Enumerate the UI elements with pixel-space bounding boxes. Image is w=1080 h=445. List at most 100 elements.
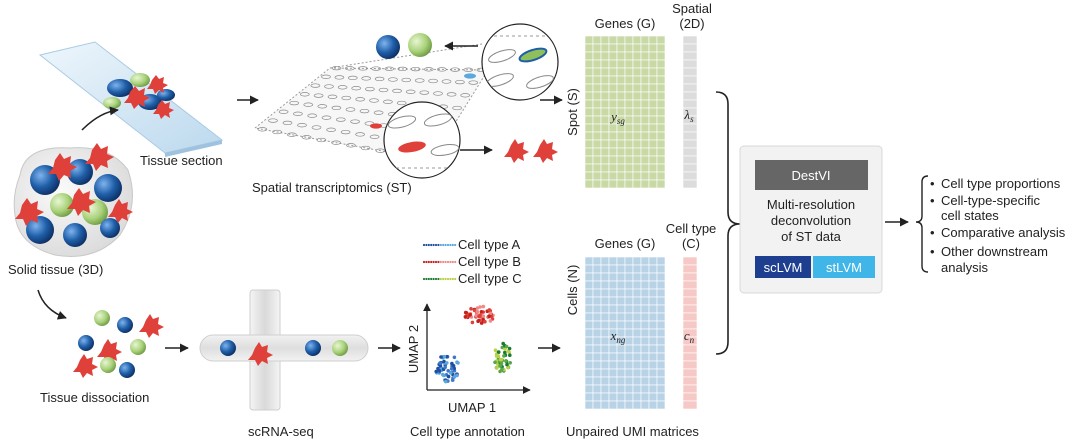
st-matrix-cell xyxy=(632,59,642,69)
st-matrix-cell xyxy=(584,155,594,165)
sc-matrix-cell xyxy=(632,272,642,282)
st-side-symbol: λs xyxy=(683,107,694,124)
st-matrix-cell xyxy=(592,99,602,109)
sc-matrix-cell xyxy=(608,272,618,282)
st-matrix-cell xyxy=(592,147,602,157)
blue-cell-icon xyxy=(305,340,321,356)
st-spatial-cell xyxy=(682,59,698,69)
st-matrix-cell xyxy=(624,171,634,181)
blue-cell-icon xyxy=(157,89,175,101)
sc-matrix-cell xyxy=(584,296,594,306)
st-spot xyxy=(316,137,327,143)
sc-matrix-cell xyxy=(648,376,658,386)
st-matrix-cell xyxy=(632,67,642,77)
st-matrix-cell xyxy=(608,123,618,133)
st-matrix-cell xyxy=(600,51,610,61)
st-spot xyxy=(331,105,342,111)
st-matrix-cell xyxy=(632,179,642,189)
st-matrix-cell xyxy=(592,155,602,165)
st-spot xyxy=(468,80,479,85)
st-matrix-cell xyxy=(648,155,658,165)
sc-matrix-cell xyxy=(640,336,650,346)
sc-matrix-cell xyxy=(608,264,618,274)
st-matrix-cell xyxy=(624,91,634,101)
sc-matrix-cell xyxy=(624,344,634,354)
st-matrix-cell xyxy=(584,43,594,53)
sc-celltype-cell xyxy=(682,344,698,354)
st-matrix-cell xyxy=(592,59,602,69)
st-matrix-cell xyxy=(632,51,642,61)
sc-matrix-cell xyxy=(640,304,650,314)
sc-celltype-cell xyxy=(682,384,698,394)
legend-swatch-dot xyxy=(442,277,445,281)
output-item-4b: analysis xyxy=(941,260,988,275)
st-matrix-cell xyxy=(632,35,642,45)
st-spatial-cell xyxy=(682,123,698,133)
sc-matrix-cell xyxy=(648,328,658,338)
st-spot xyxy=(388,77,398,82)
red-cell-icon xyxy=(153,100,174,119)
legend-swatch-dot xyxy=(437,243,440,247)
sc-matrix-cell xyxy=(632,400,642,410)
umap-point xyxy=(434,369,439,374)
green-cell-icon xyxy=(130,73,150,87)
st-matrix-cell xyxy=(616,83,626,93)
legend-swatch-dot xyxy=(439,260,442,264)
st-matrix-cell xyxy=(600,115,610,125)
brace-icon xyxy=(915,175,929,273)
st-matrix-cell xyxy=(648,163,658,173)
sc-matrix-cell xyxy=(624,360,634,370)
sc-matrix-cell xyxy=(624,264,634,274)
st-matrix-cell xyxy=(600,163,610,173)
umap-point xyxy=(452,355,457,360)
sc-matrix-cell xyxy=(584,352,594,362)
sc-matrix-cell xyxy=(616,304,626,314)
sc-matrix-cell xyxy=(616,280,626,290)
red-cell-icon xyxy=(67,188,96,216)
umap-point xyxy=(477,318,481,323)
zoom-circle-top xyxy=(481,23,559,101)
st-matrix-cell xyxy=(584,75,594,85)
st-matrix-cell xyxy=(592,171,602,181)
sc-matrix-cell xyxy=(624,272,634,282)
sc-matrix-cell xyxy=(584,288,594,298)
st-spatial-cell xyxy=(682,75,698,85)
sc-matrix-cell xyxy=(632,280,642,290)
sc-matrix-cell xyxy=(608,368,618,378)
green-cell-icon xyxy=(408,33,432,57)
sc-matrix-cell xyxy=(600,288,610,298)
st-spot xyxy=(340,129,351,135)
sc-matrix-cell xyxy=(624,312,634,322)
st-spatial-label-1: Spatial xyxy=(672,1,712,16)
st-spot xyxy=(369,98,379,103)
umap-point xyxy=(444,379,448,384)
st-spatial-cell xyxy=(682,155,698,165)
st-matrix-cell xyxy=(648,35,658,45)
sc-matrix-cell xyxy=(648,360,658,370)
sc-celltype-cell xyxy=(682,376,698,386)
st-row-label: Spot (S) xyxy=(565,88,580,136)
st-matrix-cell xyxy=(632,107,642,117)
umap-ylabel: UMAP 2 xyxy=(406,325,421,373)
umap-point xyxy=(488,311,493,316)
st-spot xyxy=(450,67,460,72)
umap-point xyxy=(500,367,504,372)
umap-point xyxy=(474,314,479,318)
sc-matrix-cell xyxy=(624,328,634,338)
st-spot xyxy=(414,78,425,83)
st-matrix-cell xyxy=(592,179,602,189)
st-matrix-cell xyxy=(624,147,634,157)
sc-matrix-cell xyxy=(616,320,626,330)
umap-point xyxy=(496,350,501,354)
umap-point xyxy=(443,365,448,370)
umap-point xyxy=(442,354,447,359)
st-matrix-cell xyxy=(600,179,610,189)
st-spatial-cell xyxy=(682,139,698,149)
st-spot xyxy=(287,132,297,137)
sc-matrix-cell xyxy=(592,256,602,266)
sc-matrix-cell xyxy=(616,312,626,322)
sc-matrix-cell xyxy=(656,264,666,274)
st-matrix-cell xyxy=(640,171,650,181)
st-matrix-cell xyxy=(616,155,626,165)
sc-celltype-cell xyxy=(682,296,698,306)
